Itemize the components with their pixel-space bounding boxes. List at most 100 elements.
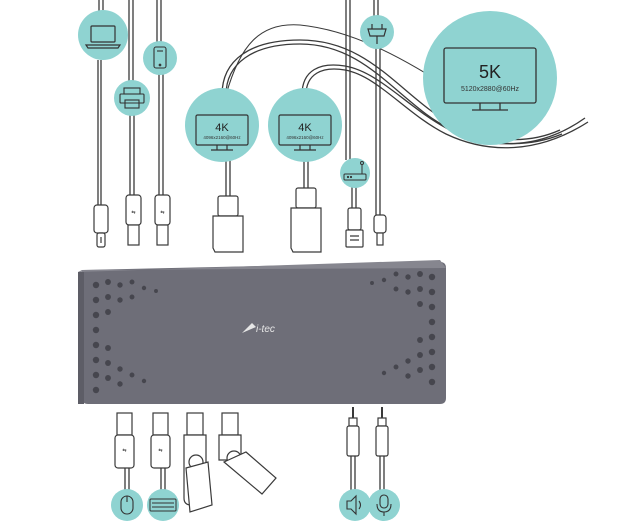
speaker-icon [346,494,362,516]
bottom-connectors: ⇆ ⇆ [114,407,389,513]
vent-hole [428,333,436,341]
usb-a-connector-printer: ⇆ [125,194,142,246]
dock-body [78,260,446,404]
rj45-connector [345,207,364,248]
monitor-4k-left-mode: 4096x2160@60Hz [203,135,241,140]
vent-hole [117,282,123,288]
svg-text:⇆: ⇆ [160,210,164,216]
vent-hole [141,378,147,384]
vent-hole [428,348,436,356]
vent-hole [105,375,111,381]
vent-hole [417,286,423,292]
vent-hole [92,341,100,349]
vent-hole [129,294,135,300]
brand-logo: i-tec [242,323,275,335]
router-icon [343,161,367,181]
displayport-connector-left [212,195,244,253]
microphone-icon [376,494,392,516]
monitor-4k-right-bubble: 4K 4096x2160@60Hz [268,88,342,162]
vent-hole [428,318,436,326]
vent-hole [92,356,100,364]
usb-flash-drive-2 [218,412,277,495]
laptop-bubble [78,10,128,60]
vent-hole [381,277,387,283]
printer-bubble [114,80,150,116]
vent-hole [117,297,123,303]
vent-hole [370,281,374,285]
monitor-5k-mode: 5120x2880@60Hz [461,86,520,93]
vent-hole [393,271,399,277]
svg-text:⇆: ⇆ [122,448,126,454]
vent-hole [129,372,135,378]
vent-hole [417,301,423,307]
vent-hole [105,279,111,285]
vent-hole [117,381,123,387]
audio-jack-speaker [346,407,360,457]
vent-hole [117,366,123,372]
vent-hole [92,371,100,379]
top-connectors: ⇆ ⇆ [93,187,387,253]
monitor-5k-resolution: 5K [479,62,501,82]
vent-hole [105,345,111,351]
vent-hole [381,370,387,376]
vent-hole [105,294,111,300]
vent-hole [428,363,436,371]
vent-hole [428,273,436,281]
speaker-bubble [339,489,371,521]
vent-hole [393,286,399,292]
vent-hole [92,296,100,304]
router-bubble [340,158,370,188]
phone-bubble [143,41,177,75]
vent-hole [154,289,158,293]
keyboard-bubble [147,489,179,521]
vent-hole [393,364,399,370]
vent-hole [405,358,411,364]
vent-hole [129,279,135,285]
monitor-icon [443,47,537,111]
usb-a-connector-mouse: ⇆ [114,412,135,469]
vent-holes [92,271,436,394]
monitor-4k-left-bubble: 4K 4096x2160@60Hz [185,88,259,162]
monitor-4k-left-resolution: 4K [215,122,229,134]
monitor-4k-right-resolution: 4K [298,122,312,134]
power-plug-icon [367,24,387,44]
vent-hole [428,288,436,296]
vent-hole [92,311,100,319]
displayport-connector-right [290,187,322,253]
phone-icon [153,46,167,69]
vent-hole [405,289,411,295]
vent-hole [417,367,423,373]
vent-hole [428,303,436,311]
vent-hole [105,309,111,315]
microphone-bubble [368,489,400,521]
monitor-icon [278,114,332,151]
vent-hole [105,360,111,366]
printer-icon [119,87,145,109]
monitor-icon [195,114,249,151]
svg-text:⇆: ⇆ [158,448,162,454]
laptop-icon [84,25,122,49]
vent-hole [417,271,423,277]
usb-a-connector-keyboard: ⇆ [150,412,171,469]
brand-logo-text: i-tec [256,324,275,335]
power-bubble [360,15,394,49]
vent-hole [428,378,436,386]
monitor-5k-bubble: 5K 5120x2880@60Hz [423,11,557,145]
audio-jack-microphone [375,407,389,457]
vent-hole [417,352,423,358]
power-jack-connector [373,214,387,246]
usb-a-connector-phone: ⇆ [154,194,171,246]
mouse-bubble [111,489,143,521]
vent-hole [417,337,423,343]
usb-flash-drive-1 [183,412,213,513]
monitor-4k-right-mode: 4096x2160@60Hz [286,135,324,140]
vent-hole [92,386,100,394]
keyboard-icon [149,498,177,512]
vent-hole [405,373,411,379]
vent-hole [92,281,100,289]
usb-c-connector [93,204,109,248]
svg-text:⇆: ⇆ [131,210,135,216]
mouse-icon [120,495,134,515]
vent-hole [92,326,100,334]
